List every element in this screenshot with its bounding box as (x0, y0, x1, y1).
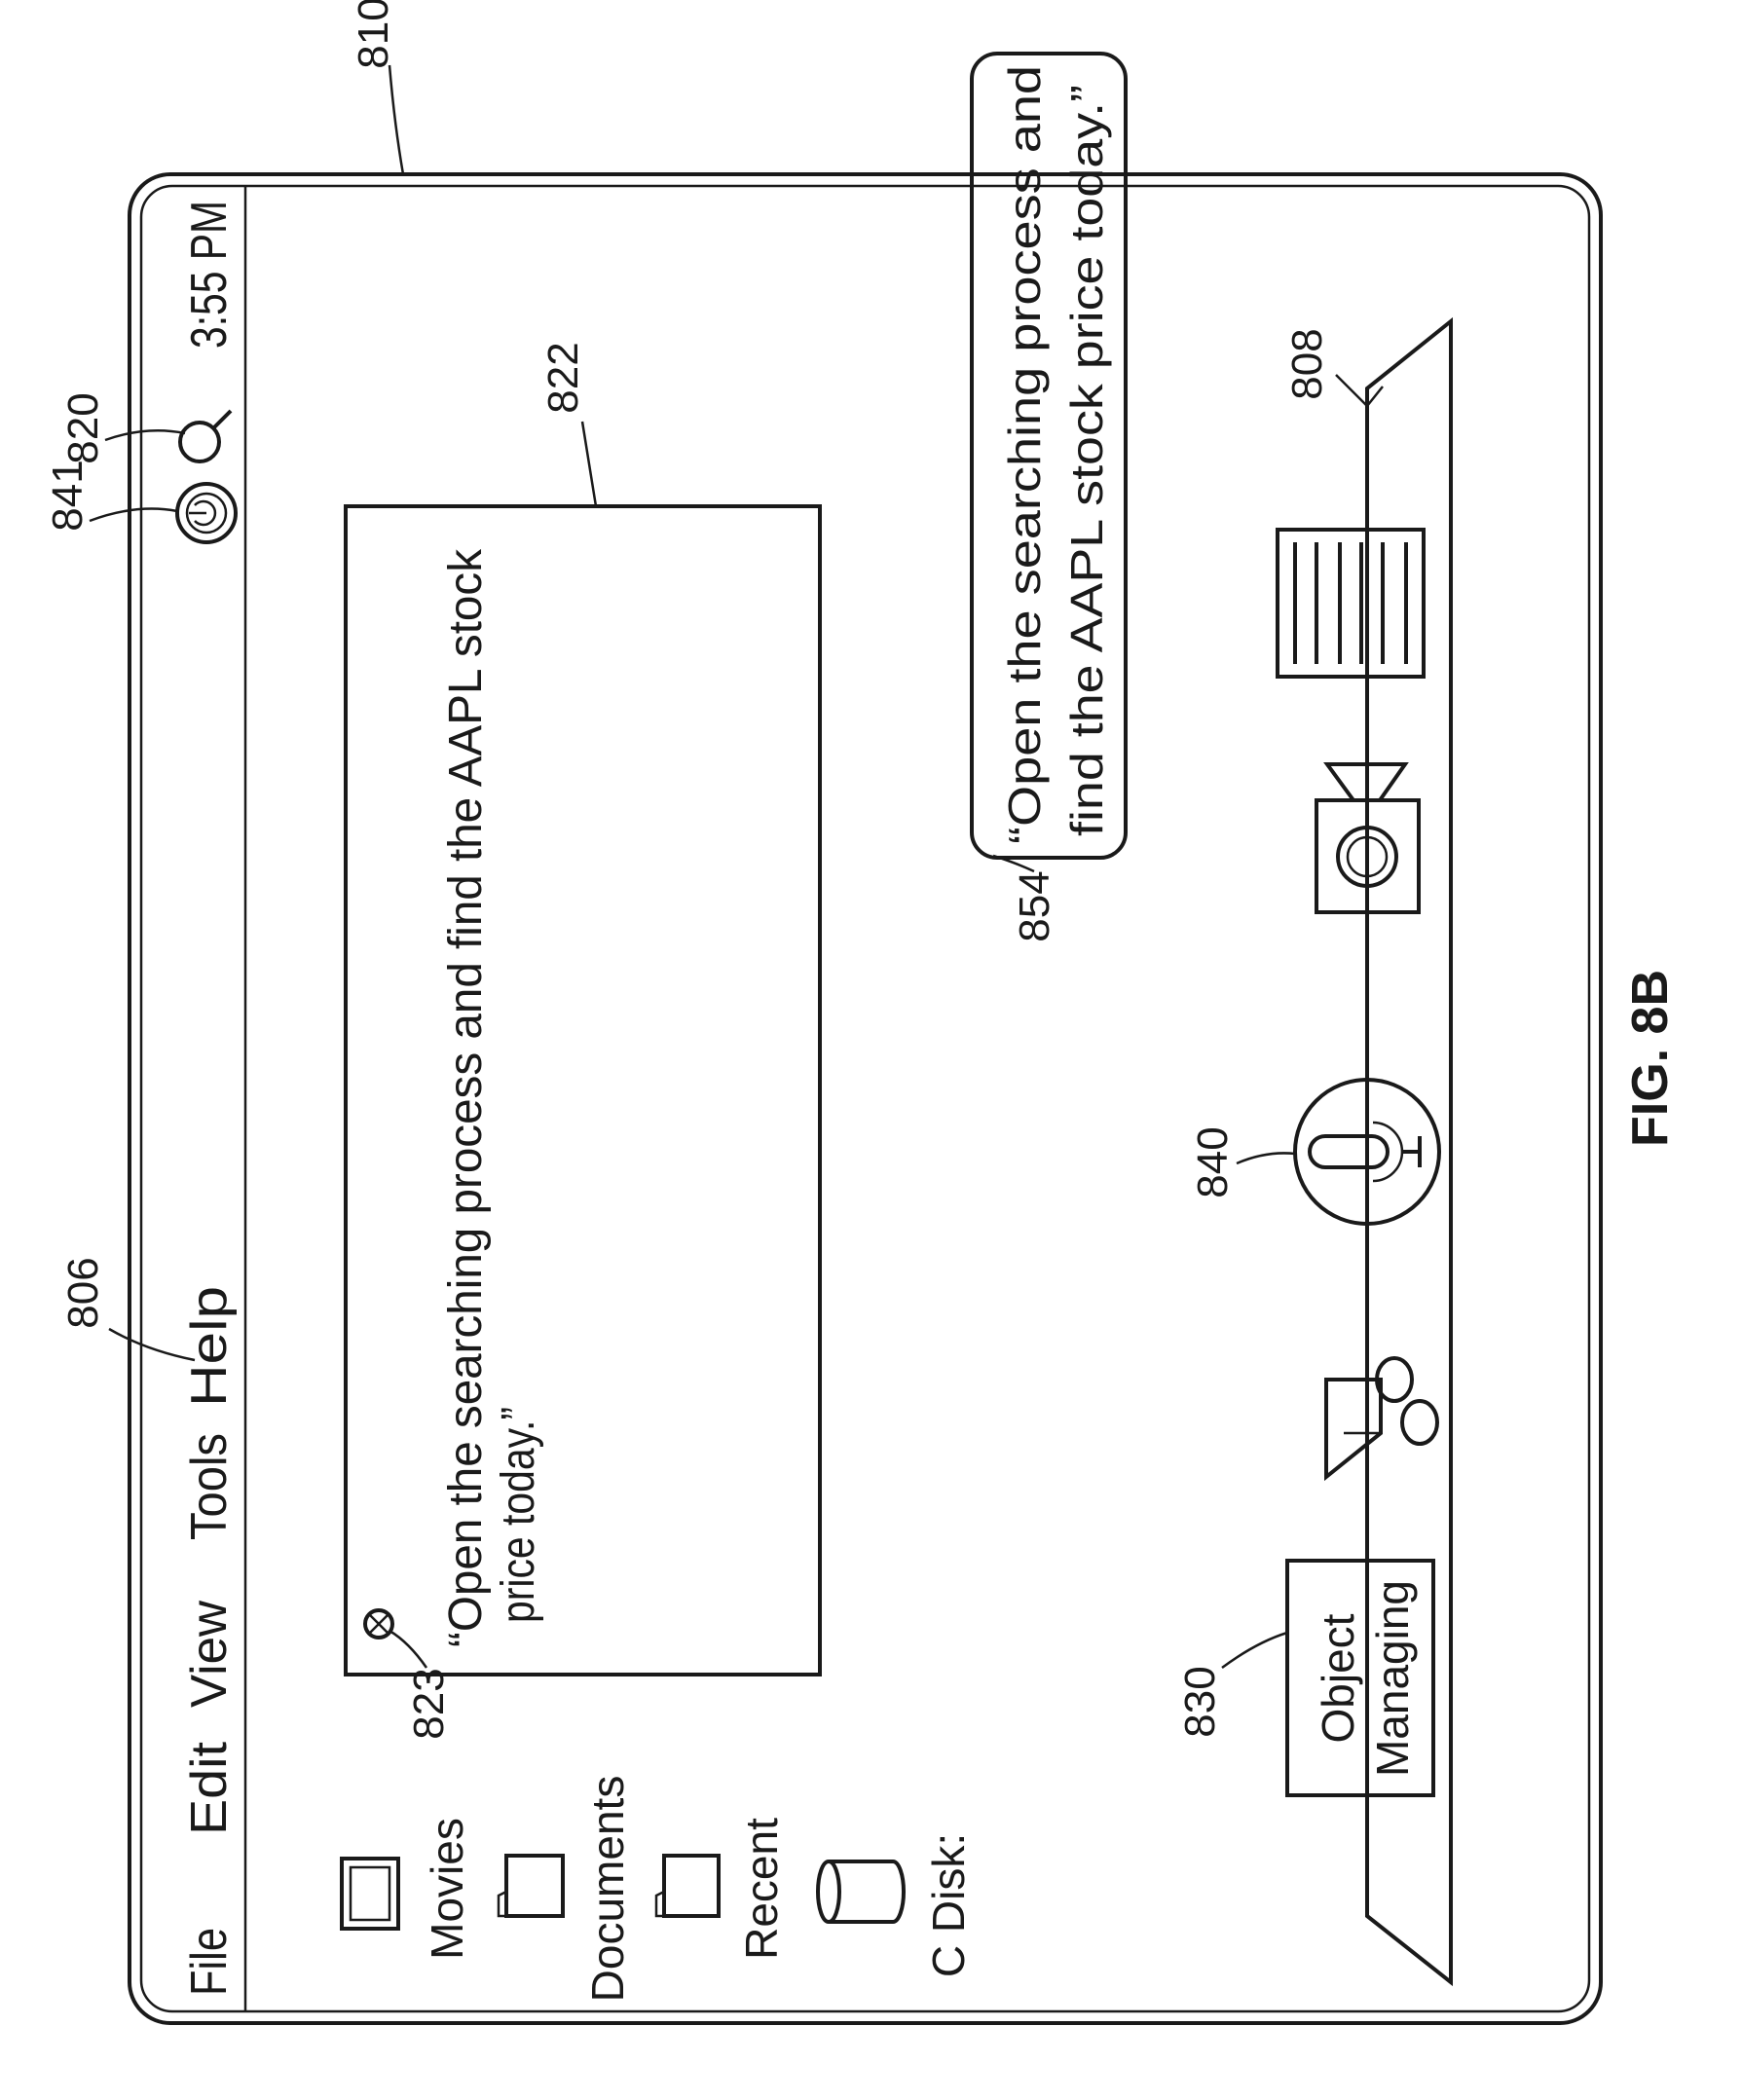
desktop-icon-label: Movies (422, 1818, 472, 1960)
ref-808: 808 (1283, 328, 1331, 399)
ref-823: 823 (405, 1668, 453, 1739)
menu-view[interactable]: View (181, 1601, 238, 1708)
ref-806: 806 (59, 1257, 107, 1328)
ref-810: 810 (350, 0, 397, 69)
ref-841: 841 (44, 460, 92, 531)
ref-840: 840 (1189, 1126, 1237, 1197)
dialog-text-line-1: “Open the searching process and find the… (440, 548, 492, 1647)
menu-help[interactable]: Help (181, 1286, 238, 1407)
menu-file[interactable]: File (181, 1928, 238, 1996)
speech-bubble-line-2: find the AAPL stock price today.” (1061, 85, 1112, 836)
ref-822: 822 (539, 342, 587, 413)
figure-label: FIG. 8B (1622, 970, 1679, 1147)
ref-820: 820 (59, 392, 107, 463)
desktop-icon-label: C Disk: (923, 1833, 974, 1977)
desktop-icon-label: Recent (736, 1818, 787, 1960)
desktop-icon-label: Documents (582, 1776, 633, 2003)
menu-tools[interactable]: Tools (181, 1433, 238, 1540)
object-managing-label-line-2: Managing (1367, 1580, 1418, 1777)
power-icon[interactable] (177, 484, 236, 542)
ref-854: 854 (1011, 870, 1058, 941)
speech-bubble-line-1: “Open the searching process and (999, 65, 1050, 844)
clock: 3:55 PM (181, 201, 238, 349)
menu-edit[interactable]: Edit (181, 1741, 238, 1835)
ref-830: 830 (1176, 1666, 1224, 1737)
dialog-text-line-2: price today.” (493, 1407, 544, 1623)
object-managing-label-line-1: Object (1313, 1613, 1363, 1743)
